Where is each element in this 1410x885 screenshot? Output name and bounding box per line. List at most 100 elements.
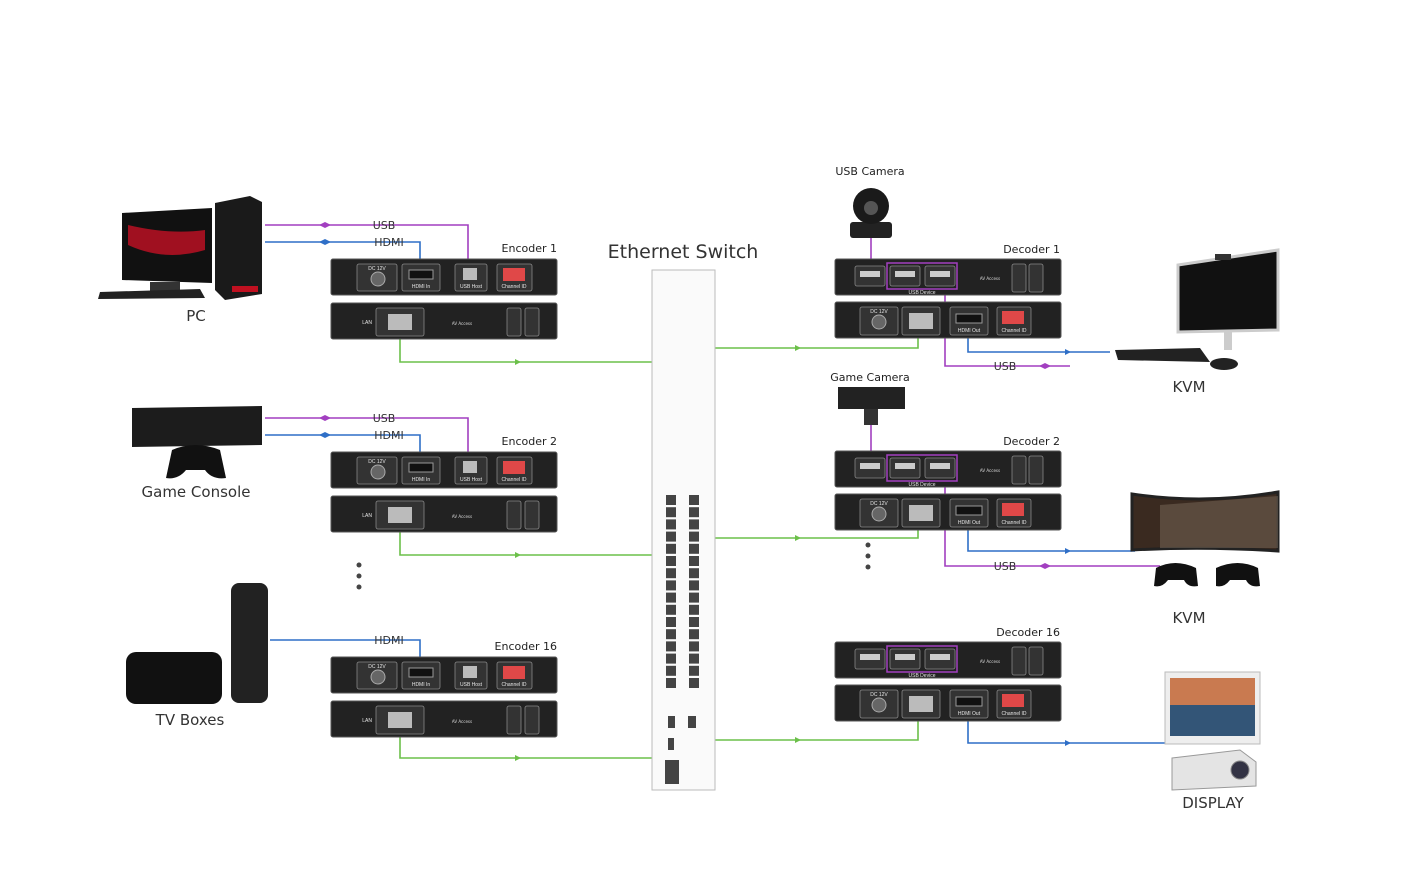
projector-lens (1230, 760, 1250, 780)
indicator-led (1011, 263, 1027, 293)
gamepad-icon (1154, 563, 1198, 587)
keyboard-icon (1115, 348, 1210, 362)
switch-port (689, 604, 699, 615)
encoder-label: Encoder 2 (502, 435, 557, 448)
switch-port (689, 580, 699, 591)
indicator-led (524, 705, 540, 735)
rj45-connector (388, 507, 412, 523)
dip-switch (503, 268, 525, 281)
decoder-label: Decoder 16 (996, 626, 1060, 639)
screen-art (128, 225, 205, 255)
dc-jack (370, 669, 386, 685)
usb-wire-label: USB (994, 360, 1017, 373)
switch-title: Ethernet Switch (608, 241, 759, 263)
hdmi-in-label: HDMI In (412, 284, 431, 290)
indicator-led (506, 500, 522, 530)
mouse-icon (1210, 358, 1238, 370)
arrow-icon (795, 345, 801, 351)
dip-switch (503, 461, 525, 474)
switch-port (666, 678, 676, 688)
arrow-icon (325, 415, 331, 421)
switch-port (666, 604, 676, 615)
usb-device-group (886, 454, 958, 482)
hdmi-out-label: HDMI Out (958, 328, 981, 334)
webcam (1215, 254, 1231, 260)
switch-port (666, 556, 676, 566)
usb-a-connector (860, 654, 880, 660)
channel-id-label: Channel ID (1001, 520, 1026, 526)
sink-label: KVM (1172, 609, 1205, 627)
tower-light (232, 286, 258, 292)
usb-a-connector (930, 271, 950, 277)
arrow-icon (1065, 740, 1071, 746)
gamepad-icon (1216, 563, 1260, 587)
dip-switch (1002, 694, 1024, 707)
brand-label: AV Access (980, 659, 1000, 664)
switch-port (666, 519, 676, 530)
switch-port (689, 556, 699, 566)
indicator-led (506, 307, 522, 337)
switch-port (666, 592, 676, 603)
hdmi-out-label: HDMI Out (958, 520, 981, 526)
camera-label: Game Camera (830, 371, 909, 384)
hdmi-connector (408, 667, 434, 678)
channel-id-label: Channel ID (501, 284, 526, 290)
switch-port (689, 665, 699, 676)
hdmi-connector (408, 462, 434, 473)
switch-port (666, 580, 676, 591)
switch-port (666, 531, 676, 542)
usb-wire-label: USB (373, 219, 396, 232)
switch-port (689, 519, 699, 530)
switch-port (689, 653, 699, 664)
switch-port (666, 543, 676, 554)
dc-jack (871, 314, 887, 330)
indicator-led (506, 705, 522, 735)
dip-switch (1002, 311, 1024, 324)
encoder-label: Encoder 1 (502, 242, 557, 255)
more-dots (356, 562, 362, 568)
usb-wire-label: USB (373, 412, 396, 425)
game-console-icon (132, 406, 262, 447)
lan-port-label: LAN (362, 513, 372, 519)
rj45-connector (388, 712, 412, 728)
hdmi-connector (408, 269, 434, 280)
switch-port (689, 568, 699, 579)
switch-port (689, 543, 699, 554)
switch-port (689, 495, 699, 505)
switch-port (666, 665, 676, 676)
dc-jack (370, 464, 386, 480)
indicator-led (524, 500, 540, 530)
projector-icon (1171, 749, 1257, 791)
usb-a-connector (860, 271, 880, 277)
usb-cable (265, 224, 469, 275)
more-dots (356, 573, 362, 579)
brand-label: AV Access (452, 514, 472, 519)
channel-id-label: Channel ID (1001, 328, 1026, 334)
switch-port (666, 617, 676, 627)
decoder-label: Decoder 2 (1003, 435, 1060, 448)
rj45-connector (388, 314, 412, 330)
rj45-connector (909, 313, 933, 329)
arrow-icon (1045, 363, 1051, 369)
usb-host-label: USB Host (460, 284, 483, 290)
switch-port (668, 716, 675, 728)
rj45-connector (909, 696, 933, 712)
arrow-icon (1045, 563, 1051, 569)
indicator-led (1011, 646, 1027, 676)
dc-port-label: DC 12V (368, 459, 386, 465)
arrow-icon (319, 415, 325, 421)
switch-port (666, 653, 676, 664)
usb-b-connector (463, 268, 477, 280)
usb-a-connector (930, 463, 950, 469)
switch-port (689, 678, 699, 688)
dc-jack (370, 271, 386, 287)
hdmi-wire-label: HDMI (374, 236, 403, 249)
remote-icon (231, 583, 268, 703)
ethernet-switch (651, 269, 716, 791)
lan-port-label: LAN (362, 320, 372, 326)
arrow-icon (325, 432, 331, 438)
channel-id-label: Channel ID (501, 682, 526, 688)
rj45-connector (909, 505, 933, 521)
usb-device-label: USB Device (909, 673, 936, 679)
